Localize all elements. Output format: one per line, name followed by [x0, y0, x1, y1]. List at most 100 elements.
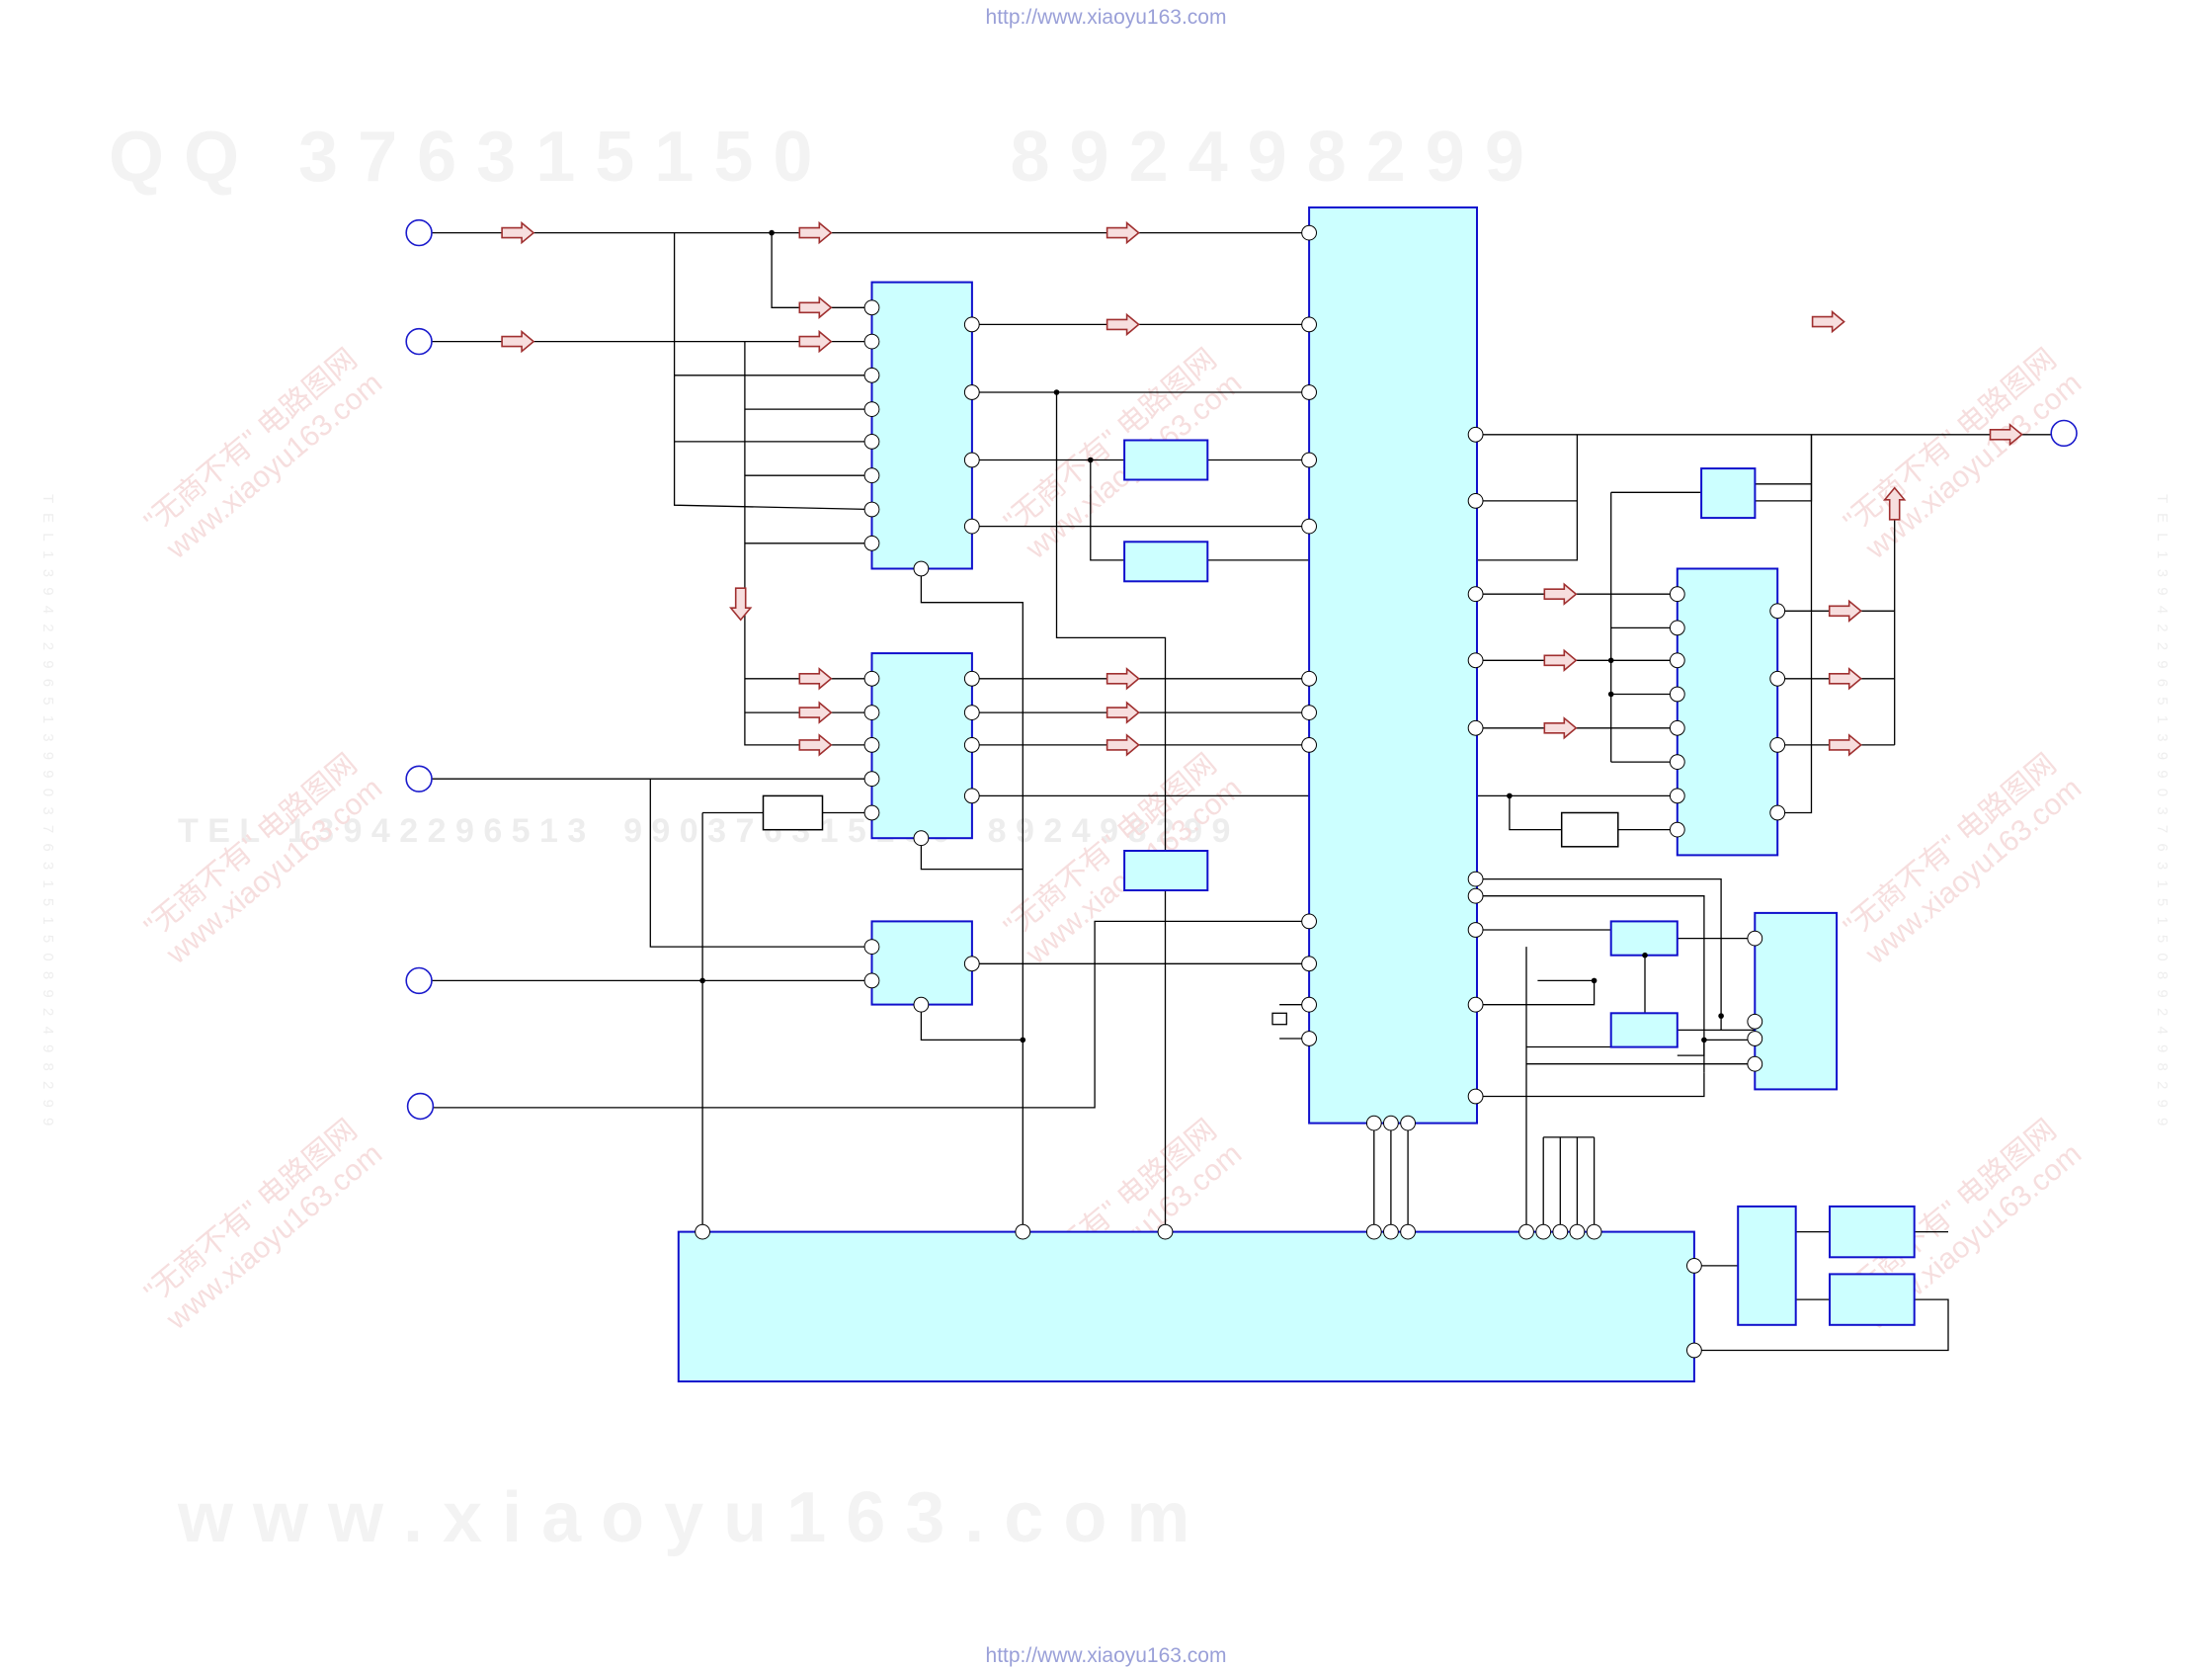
pin-127: [963, 705, 980, 720]
bottom-main-block: [677, 1230, 1695, 1382]
pin-86: [1301, 452, 1317, 468]
pin-134: [913, 996, 930, 1013]
pin-100: [1467, 871, 1484, 887]
signal-arrow-shape: [798, 667, 833, 691]
signal-arrow-icon: [1106, 312, 1140, 337]
pin-89: [1301, 705, 1317, 720]
wire-45: [1509, 795, 1562, 831]
pin-119: [963, 518, 980, 535]
pin-93: [1301, 996, 1317, 1013]
wire-3: [673, 232, 872, 511]
pin-116: [963, 316, 980, 333]
wire-55: [1755, 434, 1813, 502]
footer-url[interactable]: http://www.xiaoyu163.com: [985, 1644, 1227, 1667]
interface-block: [870, 920, 973, 1006]
junction-169: [1607, 657, 1614, 664]
watermark-site: w w w . x i a o y u 1 6 3 . c o m: [178, 1478, 1190, 1557]
pin-118: [963, 452, 980, 468]
signal-arrow-icon: [1106, 733, 1140, 757]
resistor-box-1: [762, 794, 824, 831]
signal-arrow-shape: [798, 733, 833, 757]
pin-114: [863, 501, 880, 518]
pin-153: [1157, 1223, 1174, 1240]
pin-152: [1015, 1223, 1031, 1240]
wire-56: [1475, 877, 1722, 1031]
pin-97: [1467, 586, 1484, 603]
pin-157: [1518, 1223, 1534, 1240]
signal-arrow-icon: [1828, 667, 1862, 691]
wire-61: [1475, 979, 1596, 1006]
wire-22: [920, 568, 1024, 1232]
signal-arrow-shape: [1989, 423, 2023, 447]
pin-155: [1383, 1223, 1399, 1240]
signal-arrow-shape: [501, 329, 535, 354]
input-terminal-1: [405, 218, 433, 247]
pin-158: [1535, 1223, 1552, 1240]
regulator-block-1: [1609, 920, 1679, 957]
pin-96: [1467, 493, 1484, 509]
pin-88: [1301, 670, 1317, 687]
wire-14: [1055, 392, 1167, 854]
pin-95: [1467, 426, 1484, 443]
audio-processor-block: [870, 652, 973, 840]
signal-arrow-icon: [1543, 716, 1578, 740]
signal-arrow-shape: [1828, 599, 1862, 624]
filter-block-3: [1123, 850, 1209, 891]
pin-101: [1467, 887, 1484, 904]
input-terminal-3: [405, 765, 433, 792]
pin-132: [863, 972, 880, 989]
signal-arrow-icon: [1543, 648, 1578, 673]
crystal-icon: [1271, 1012, 1287, 1026]
junction-172: [1642, 952, 1648, 959]
signal-arrow-icon: [1106, 667, 1140, 691]
junction-165: [1053, 389, 1060, 395]
pin-121: [863, 670, 880, 687]
wire-1: [771, 232, 872, 308]
signal-arrow-icon: [1828, 733, 1862, 757]
pin-102: [1467, 922, 1484, 938]
pin-144: [1769, 670, 1786, 687]
signal-arrow-shape: [1543, 648, 1578, 673]
pin-135: [1669, 586, 1685, 603]
signal-arrow-icon: [798, 701, 833, 724]
regulator-block-2: [1609, 1012, 1679, 1048]
signal-arrow-icon: [501, 220, 535, 245]
signal-arrow-shape: [1828, 733, 1862, 757]
pin-108: [863, 299, 880, 316]
power-sub-block-2: [1829, 1273, 1916, 1326]
pin-136: [1669, 620, 1685, 636]
signal-arrow-shape: [501, 220, 535, 245]
signal-arrow-icon: [1543, 582, 1578, 606]
pin-156: [1400, 1223, 1416, 1240]
header-url[interactable]: http://www.xiaoyu163.com: [985, 6, 1227, 29]
wire-17: [1090, 459, 1125, 561]
signal-arrow-shape: [1828, 667, 1862, 691]
input-terminal-2: [405, 327, 433, 356]
pin-159: [1552, 1223, 1569, 1240]
watermark-side-right: T E L 1 3 9 4 2 2 9 6 5 1 3 9 9 0 3 7 6 …: [2154, 494, 2171, 1129]
signal-arrow-icon: [798, 329, 833, 354]
pin-145: [1769, 737, 1786, 753]
input-selector-block: [870, 281, 973, 570]
power-sub-block-1: [1829, 1205, 1916, 1259]
pin-131: [863, 939, 880, 955]
signal-arrow-shape: [1543, 716, 1578, 740]
pin-117: [963, 384, 980, 400]
driver-block: [1754, 911, 1839, 1091]
signal-arrow-icon: [501, 329, 535, 354]
pin-111: [863, 401, 880, 418]
pin-146: [1769, 804, 1786, 821]
pin-103: [1467, 996, 1484, 1013]
pin-124: [863, 771, 880, 788]
signal-arrow-shape: [1106, 733, 1140, 757]
pin-99: [1467, 719, 1484, 736]
pin-126: [963, 670, 980, 687]
wire-33: [920, 838, 1024, 871]
amplifier-block: [1676, 567, 1779, 857]
pin-148: [1747, 1013, 1763, 1030]
pin-106: [1383, 1115, 1399, 1131]
junction-173: [1591, 977, 1598, 984]
pin-98: [1467, 652, 1484, 669]
pin-138: [1669, 686, 1685, 703]
signal-arrow-icon: [1106, 701, 1140, 724]
